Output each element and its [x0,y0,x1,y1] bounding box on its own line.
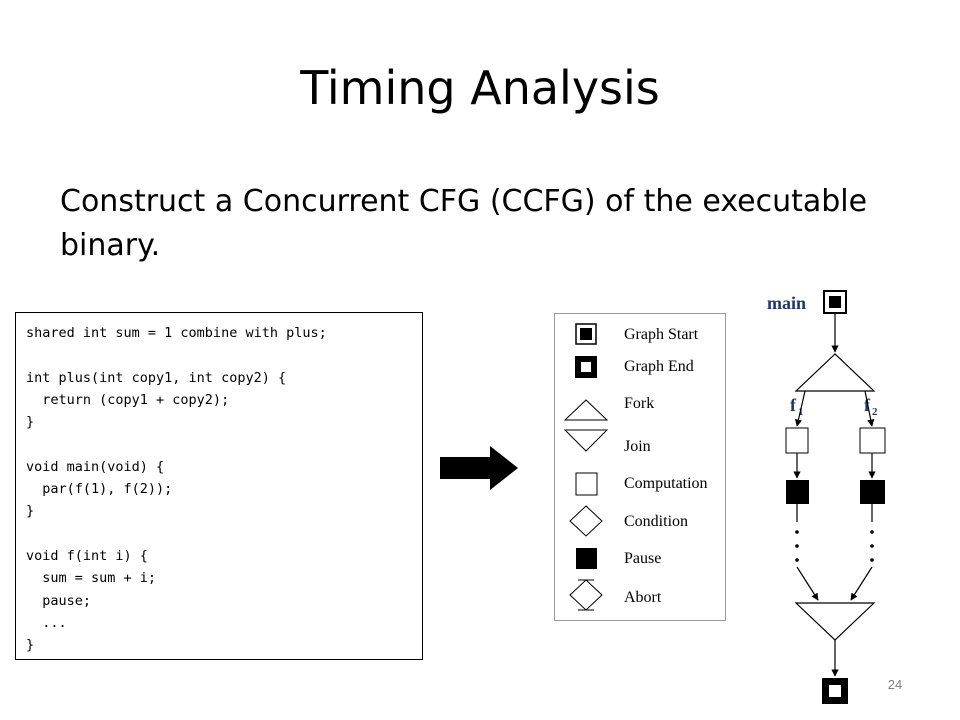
abort-icon [569,579,603,611]
legend-label-abort: Abort [624,589,662,606]
ccfg-pause-node-2 [860,480,885,504]
graph-end-icon [575,356,597,378]
ccfg-diagram: main f 1 f 2 [767,290,886,704]
legend-label-join: Join [624,438,651,455]
edge-fork-comp2 [864,390,875,427]
code-listing-box: shared int sum = 1 combine with plus; in… [15,312,423,660]
pause-icon [576,548,597,569]
ccfg-main-label: main [767,293,806,313]
ccfg-fork-icon [794,353,876,392]
code-listing: shared int sum = 1 combine with plus; in… [26,325,327,654]
ccfg-ellipsis-2 [870,530,874,562]
legend-box: Graph Start Graph End Fork Join Computat… [554,313,726,621]
edge-branch2-join [850,566,873,601]
computation-icon [575,472,598,496]
legend-label-graph-end: Graph End [624,358,694,375]
ccfg-ellipsis-1 [795,530,799,562]
slide-subtitle: Construct a Concurrent CFG (CCFG) of the… [60,184,868,263]
legend-label-graph-start: Graph Start [624,326,699,343]
edge-fork-comp1 [794,390,806,427]
graph-start-icon [575,323,597,345]
legend-label-fork: Fork [624,395,654,412]
ccfg-graph-end-icon [822,678,848,704]
ccfg-computation-node-1 [785,427,809,454]
page-number: 24 [887,677,903,692]
join-icon [563,429,609,452]
svg-text:2: 2 [872,406,878,418]
ccfg-join-icon [794,602,876,641]
transform-arrow-icon [440,446,518,490]
svg-text:f: f [790,395,797,415]
ccfg-computation-node-2 [859,427,886,454]
slide-title: Timing Analysis [300,61,660,115]
legend-label-computation: Computation [624,475,708,492]
condition-icon [569,505,603,537]
ccfg-pause-node-1 [786,480,809,504]
legend-canvas: Graph Start Graph End Fork Join Computat… [563,323,708,611]
fork-icon [563,399,609,421]
legend-label-condition: Condition [624,513,688,530]
ccfg-graph-start-icon [823,290,847,314]
edge-branch1-join [796,566,819,601]
legend-label-pause: Pause [624,550,661,567]
